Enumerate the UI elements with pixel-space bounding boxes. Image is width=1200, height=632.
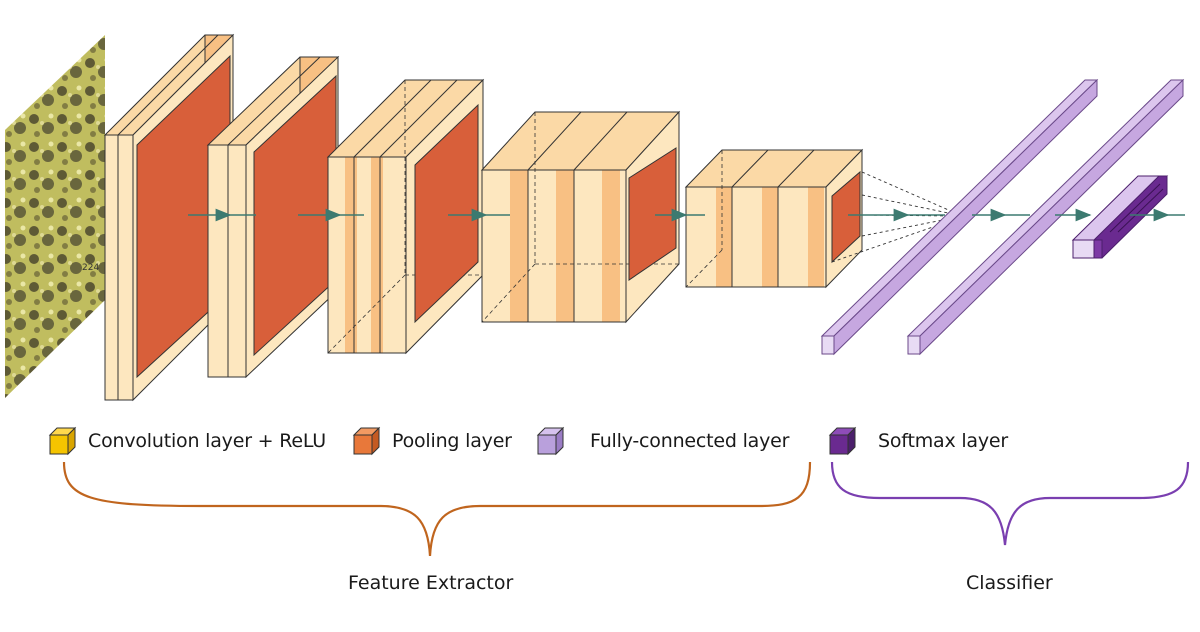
fc-layer-1 [820, 78, 1099, 356]
pool-layer-5 [831, 170, 861, 264]
feature-extractor-brace [62, 461, 812, 557]
projection-lines [831, 171, 954, 263]
classifier-label: Classifier [966, 572, 1053, 594]
feature-extractor-label: Feature Extractor [348, 572, 514, 594]
legend-conv-relu: Convolution layer + ReLU [48, 426, 326, 456]
pooling-layer-cube-icon [352, 426, 381, 456]
softmax-layer [1071, 175, 1169, 259]
legend-label: Softmax layer [878, 430, 1008, 452]
softmax-layer-cube-icon [828, 426, 857, 456]
classifier-brace [830, 461, 1190, 546]
fc-layer-cube-icon [536, 426, 565, 456]
fc-layer-2 [906, 78, 1185, 356]
pool-layer-4 [628, 147, 677, 281]
conv-block-5 [684, 148, 864, 289]
legend-softmax: Softmax layer [828, 426, 1008, 456]
legend-label: Pooling layer [392, 430, 512, 452]
legend-fully-connected: Fully-connected layer [536, 426, 789, 456]
input-image: 224 [5, 35, 105, 398]
legend-label: Fully-connected layer [590, 430, 790, 452]
input-size-label: 224 [82, 263, 99, 273]
legend-pooling: Pooling layer [352, 426, 512, 456]
pool-layer-3 [414, 103, 479, 324]
conv-layer-cube-icon [48, 426, 77, 456]
legend-label: Convolution layer + ReLU [88, 430, 327, 452]
